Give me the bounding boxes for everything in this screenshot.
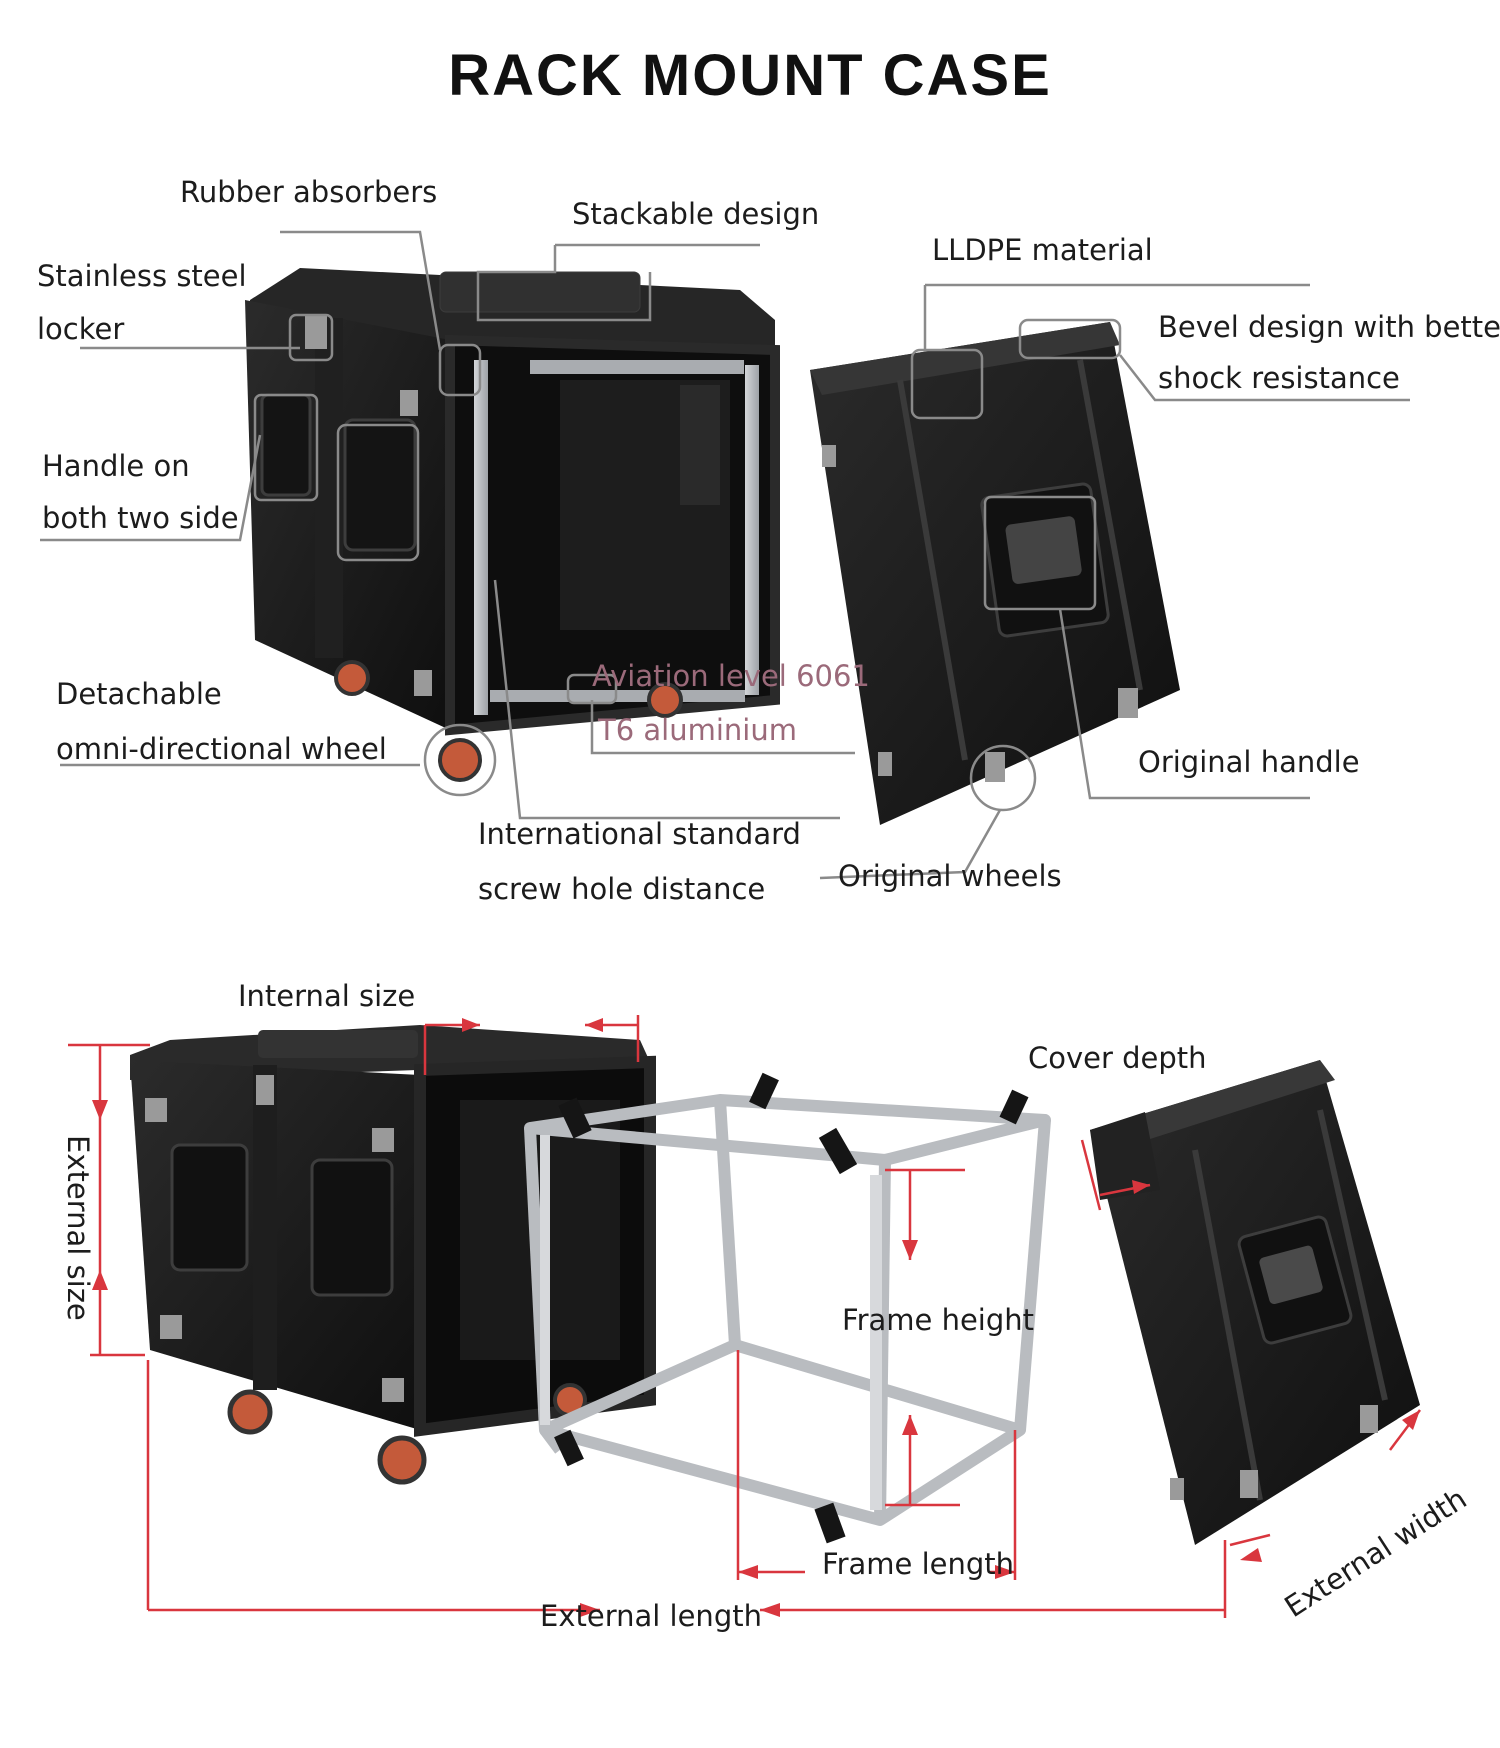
label-aluminium-2: T6 aluminium (598, 713, 797, 747)
label-stackable-design: Stackable design (572, 197, 820, 231)
label-stainless-steel-locker-2: locker (37, 312, 125, 346)
label-bevel-design-1: Bevel design with better (1158, 310, 1500, 344)
label-external-length: External length (540, 1599, 762, 1633)
label-cover-depth: Cover depth (1028, 1041, 1207, 1075)
dimension-arrows (92, 1018, 1420, 1617)
cover-bottom (1090, 1060, 1420, 1545)
label-lldpe-material: LLDPE material (932, 233, 1153, 267)
label-stainless-steel-locker-1: Stainless steel (37, 259, 247, 293)
cover-top (810, 322, 1180, 825)
label-frame-height: Frame height (842, 1303, 1035, 1337)
dimension-lines (68, 1015, 1421, 1618)
frame-rails-bottom (540, 1072, 1029, 1544)
label-rubber-absorbers: Rubber absorbers (180, 175, 438, 209)
label-handle-both-sides-2: both two side (42, 501, 239, 535)
label-detachable-wheel-2: omni-directional wheel (56, 732, 387, 766)
label-screw-hole-1: International standard (478, 817, 801, 851)
label-bevel-design-2: shock resistance (1158, 361, 1400, 395)
label-internal-size: Internal size (238, 979, 416, 1013)
open-case-top (245, 268, 780, 782)
page-title: RACK MOUNT CASE (448, 43, 1052, 108)
label-external-size: External size (61, 1135, 95, 1321)
label-detachable-wheel-1: Detachable (56, 677, 222, 711)
label-frame-length: Frame length (822, 1547, 1015, 1581)
label-original-wheels: Original wheels (838, 859, 1062, 893)
label-aluminium-1: Aviation level 6061 (592, 659, 870, 693)
label-original-handle: Original handle (1138, 745, 1360, 779)
label-handle-both-sides-1: Handle on (42, 449, 190, 483)
label-screw-hole-2: screw hole distance (478, 872, 766, 906)
leader-lines-top (40, 230, 1410, 880)
